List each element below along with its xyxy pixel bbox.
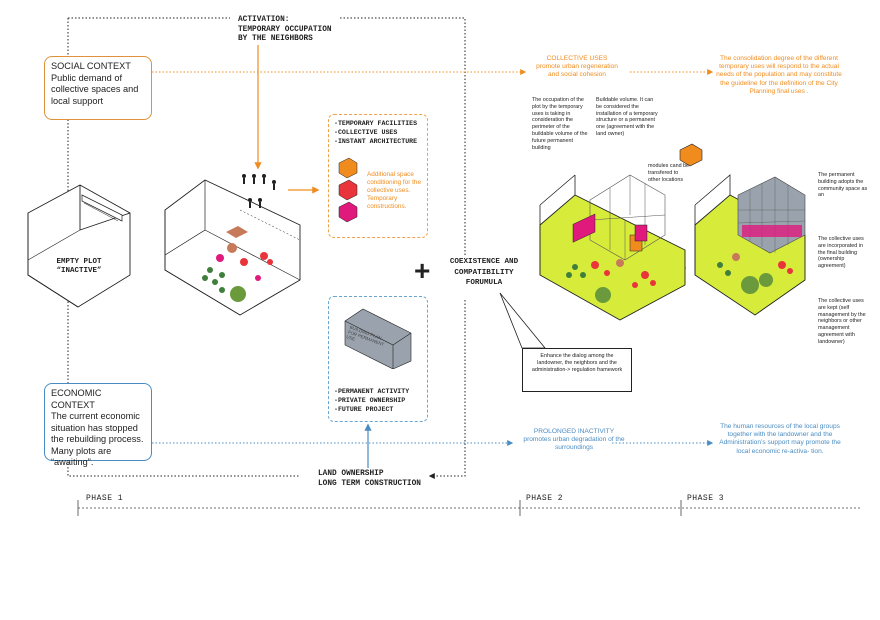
people-icon <box>242 174 276 208</box>
empty-plot-label-line2: “INACTIVE” <box>56 267 102 275</box>
phase1-frame-top <box>68 17 466 255</box>
occupation-note: The occupation of the plot by the tempor… <box>532 97 588 151</box>
permanent-item-1: -PERMANENT ACTIVITY <box>334 388 410 395</box>
dialog-callout: Enhance the dialog among the landowner, … <box>522 348 632 392</box>
permanent-box: BUILDING PLAN FOR PERMANENT USE -PERMANE… <box>328 296 428 422</box>
phase1-frame-right <box>428 300 466 479</box>
economic-context-box: ECONOMIC CONTEXT The current economic si… <box>44 383 152 467</box>
permanent-item-2: -PRIVATE OWNERSHIP <box>334 397 406 404</box>
adopts-note: The permanent building adopts the commun… <box>818 172 868 199</box>
phase-3-label: PHASE 3 <box>687 494 725 503</box>
social-context-body: Public demand of collective spaces and l… <box>51 72 139 106</box>
economic-context-body: The current economic situation has stopp… <box>51 411 144 467</box>
prolonged-line2: promotes urban degradation of the <box>523 436 625 444</box>
coexistence-line2: COMPATIBILITY <box>454 268 514 277</box>
phase-2-label: PHASE 2 <box>526 494 564 503</box>
buildable-note: Buildable volume. It can be considered t… <box>596 97 658 137</box>
phase3-plot-illustration <box>694 174 806 316</box>
phase2-plot-illustration <box>539 174 686 321</box>
land-ownership-line1: LAND OWNERSHIP <box>318 470 384 478</box>
module-icon <box>679 143 703 167</box>
permanent-building-icon <box>344 308 412 369</box>
dialog-text: Enhance the dialog among the landowner, … <box>531 353 623 373</box>
empty-plot-label-line1: EMPTY PLOT <box>56 258 102 266</box>
phase-ticks <box>77 500 682 516</box>
activation-title-line3: BY THE NEIGHBORS <box>238 35 313 43</box>
human-resources-text: The human resources of the local groups … <box>719 423 841 455</box>
modules-note: modules cand be transfered to other loca… <box>648 163 690 183</box>
incorporated-note: The collective uses are incorporated in … <box>818 236 864 270</box>
activation-title-line1: ACTIVATION: <box>238 16 290 24</box>
temporary-item-3: -INSTANT ARCHITECTURE <box>334 138 418 145</box>
plus-icon: + <box>414 255 431 286</box>
temporary-facilities-box: -TEMPORARY FACILITIES -COLLECTIVE USES -… <box>328 114 428 238</box>
prolonged-line3: surroundings <box>554 444 594 452</box>
activation-title-line2: TEMPORARY OCCUPATION <box>238 25 332 34</box>
social-context-box: SOCIAL CONTEXT Public demand of collecti… <box>44 56 152 120</box>
coexistence-line1: COEXISTENCE AND <box>449 258 519 266</box>
collective-line2: promote urban regeneration <box>536 63 618 71</box>
permanent-item-3: -FUTURE PROJECT <box>334 406 394 413</box>
social-context-heading: SOCIAL CONTEXT <box>51 61 131 71</box>
land-ownership-line2: LONG TERM CONSTRUCTION <box>318 479 421 488</box>
phase-1-label: PHASE 1 <box>86 494 124 503</box>
consolidation-text: The consolidation degree of the differen… <box>716 55 842 95</box>
temporary-note: Additional space conditioning for the co… <box>367 171 422 210</box>
economic-context-heading: ECONOMIC CONTEXT <box>51 388 102 410</box>
prolonged-line1: PROLONGED INACTIVITY <box>533 428 615 435</box>
coexistence-line3: FORUMULA <box>465 279 503 287</box>
temporary-item-2: -COLLECTIVE USES <box>334 129 398 136</box>
activated-plot-illustration <box>164 179 301 316</box>
module-stack-icon <box>338 157 358 223</box>
collective-line1: COLLECTIVE USES <box>546 55 608 62</box>
empty-plot-illustration <box>27 184 131 308</box>
temporary-item-1: -TEMPORARY FACILITIES <box>334 120 418 127</box>
kept-note: The collective uses are kept (self manag… <box>818 298 866 345</box>
collective-line3: and social cohesion <box>548 71 606 79</box>
